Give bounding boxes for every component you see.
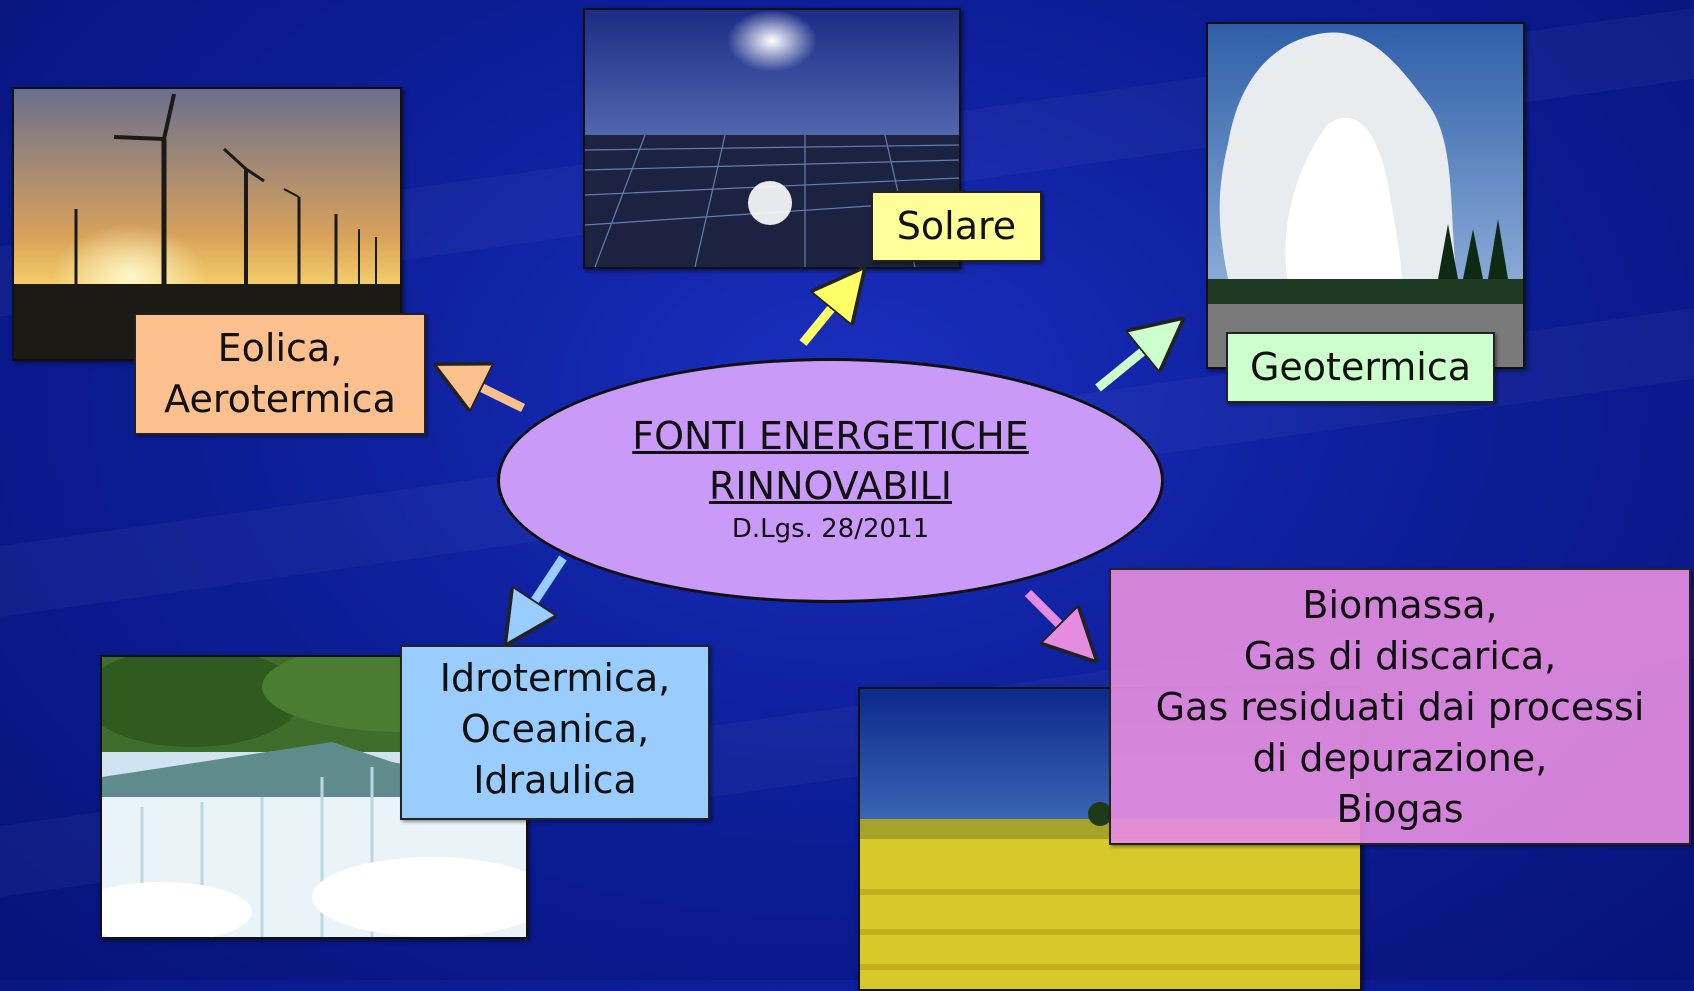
eolica-line-1: Eolica, (217, 326, 343, 370)
eolica-line-2: Aerotermica (164, 377, 396, 421)
biomassa-line-4: di depurazione, (1252, 736, 1548, 780)
biomassa-line-1: Biomassa, (1302, 583, 1498, 627)
eolica-label: Eolica, Aerotermica (134, 313, 426, 435)
solare-line-1: Solare (896, 204, 1017, 248)
center-subtitle: D.Lgs. 28/2011 (731, 514, 930, 544)
arrow-idro (520, 555, 567, 623)
arrow-solare (799, 288, 848, 346)
geotermica-label: Geotermica (1226, 332, 1495, 403)
idro-line-1: Idrotermica, (439, 656, 671, 700)
center-title-line-1: FONTI ENERGETICHE (632, 414, 1029, 458)
arrow-biomassa (1024, 589, 1078, 643)
biomassa-label: Biomassa, Gas di discarica, Gas residuat… (1109, 568, 1691, 845)
biomassa-line-2: Gas di discarica, (1243, 634, 1557, 678)
center-ellipse: FONTI ENERGETICHE RINNOVABILI D.Lgs. 28/… (497, 358, 1164, 603)
idro-line-2: Oceanica, (460, 707, 650, 751)
geyser-photo (1206, 22, 1525, 369)
solare-label: Solare (871, 191, 1042, 262)
biomassa-line-5: Biogas (1336, 787, 1464, 831)
geotermica-line-1: Geotermica (1249, 345, 1472, 389)
idro-label: Idrotermica, Oceanica, Idraulica (400, 645, 710, 820)
center-title-line-2: RINNOVABILI (709, 464, 952, 508)
idro-line-3: Idraulica (473, 758, 637, 802)
biomassa-line-3: Gas residuati dai processi (1155, 685, 1645, 729)
